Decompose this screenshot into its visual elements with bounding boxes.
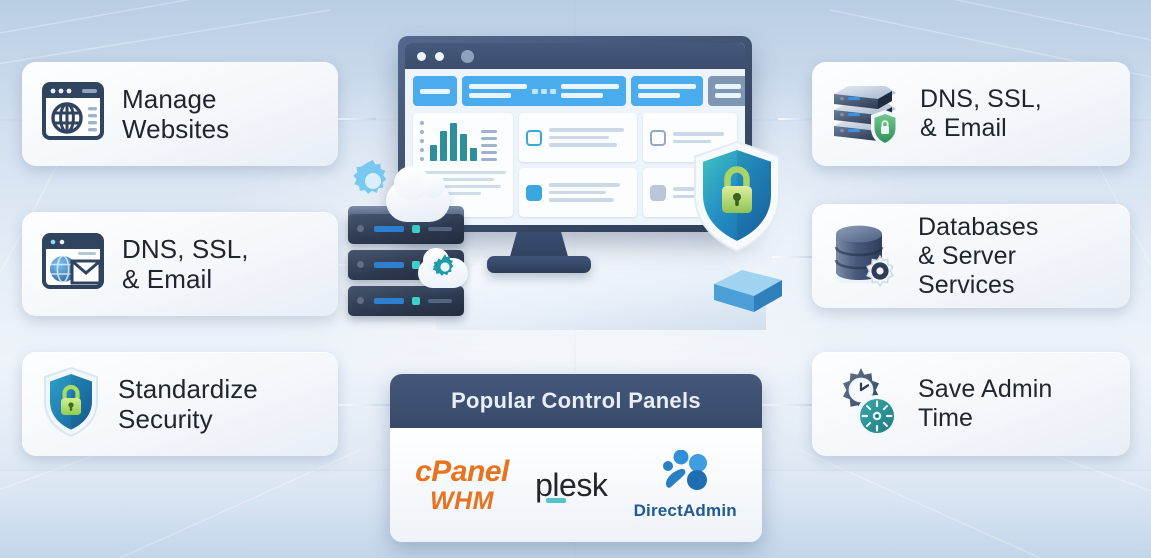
dashboard-titlebar [405,43,745,69]
list-panel-mid [519,113,638,217]
card-label: DNS, SSL, & Email [920,85,1042,142]
text-lines [420,171,507,195]
directadmin-mark-icon [656,449,714,499]
window-dot [435,51,444,61]
card-label: Standardize Security [118,373,258,434]
server-stack-shield-icon [828,74,906,155]
chart-axis [420,121,426,161]
window-dot [417,51,426,61]
nav-item[interactable] [708,76,745,106]
shield-lock-icon [38,365,104,444]
plesk-wordmark: plesk [535,467,608,503]
connector-left-3 [338,404,392,406]
card-label: DNS, SSL, & Email [122,233,249,294]
plesk-logo[interactable]: plesk [535,467,608,503]
plesk-accent-dash [546,498,567,503]
dashboard-screen [405,43,745,225]
nav-item[interactable] [462,76,626,106]
monitor-base [487,256,591,273]
panel-logos: cPanel WHM plesk DirectAdmin [390,428,762,542]
connector-right-3 [762,404,814,406]
card-label: Manage Websites [122,83,230,144]
dashboard-navbar [413,76,745,106]
cloud-gear-inner-icon [432,254,458,280]
gear-icon [352,160,394,202]
database-gear-icon [828,216,904,297]
whm-wordmark: WHM [430,486,494,515]
card-dns-ssl-email-right[interactable]: DNS, SSL, & Email [812,62,1130,166]
connector-right-2 [772,256,814,258]
panel-title: Popular Control Panels [451,388,701,413]
nav-item[interactable] [631,76,703,106]
browser-globe-envelope-icon [38,231,108,298]
connector-left-1 [338,118,376,120]
browser-globe-icon [38,78,108,151]
popular-control-panels-box: Popular Control Panels cPanel WHM plesk [390,374,762,542]
row-lines [673,132,730,143]
desktop-monitor-dashboard [398,36,752,232]
directadmin-wordmark: DirectAdmin [633,500,737,520]
card-manage-websites[interactable]: Manage Websites [22,62,338,166]
status-icon [526,184,543,201]
card-dns-ssl-email-left[interactable]: DNS, SSL, & Email [22,212,338,316]
row-lines [549,128,630,147]
server-unit [348,286,464,316]
nav-item[interactable] [413,76,457,106]
panel-header: Popular Control Panels [390,374,762,428]
blue-cube-icon [708,268,788,314]
cpanel-wordmark: cPanel [415,454,509,488]
cloud-icon [386,166,450,222]
connector-right-1 [778,118,814,120]
bar-chart [430,121,477,161]
status-icon [526,129,543,146]
gear-clock-icon [828,366,904,443]
card-label: Save Admin Time [918,375,1053,432]
card-save-admin-time[interactable]: Save Admin Time [812,352,1130,456]
list-row[interactable] [519,168,638,217]
status-icon [650,184,667,201]
directadmin-logo[interactable]: DirectAdmin [633,449,737,521]
card-label: Databases & Server Services [918,212,1039,299]
cpanel-whm-logo[interactable]: cPanel WHM [415,454,509,515]
card-standardize-security[interactable]: Standardize Security [22,352,338,456]
chart-legend [481,121,497,161]
card-databases-server-services[interactable]: Databases & Server Services [812,204,1130,308]
window-dot [461,49,474,63]
status-icon [650,129,667,146]
row-lines [549,183,630,202]
shield-padlock-icon [690,139,784,253]
list-row[interactable] [519,113,638,162]
